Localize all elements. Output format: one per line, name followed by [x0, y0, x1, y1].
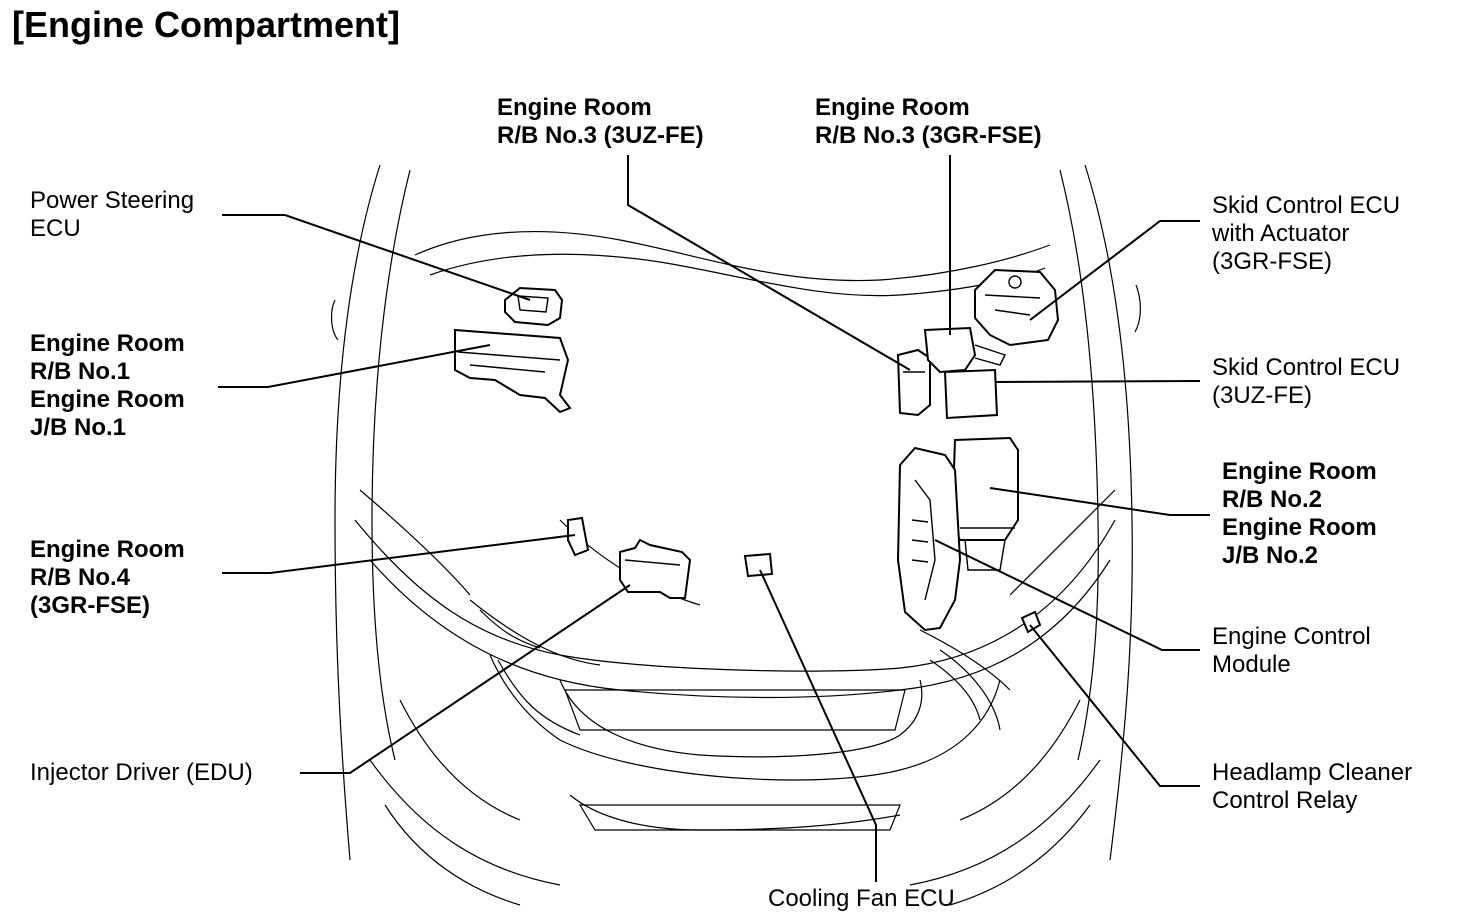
leader-cooling-fan-ecu: [759, 569, 877, 882]
vehicle-outline: [331, 164, 1141, 906]
leader-rb1-jb1: [218, 344, 491, 388]
skid-control-ecu-actuator-part: [974, 268, 1060, 347]
label-line: Power Steering: [30, 187, 195, 214]
label-engine-room-rb3-3uz: Engine Room R/B No.3 (3UZ-FE): [497, 94, 704, 150]
label-engine-room-rb3-3gr: Engine Room R/B No.3 (3GR-FSE): [815, 94, 1042, 150]
label-line: R/B No.1: [30, 358, 131, 385]
engine-room-rb2-jb2-part: [950, 436, 1019, 571]
label-injector-driver: Injector Driver (EDU): [30, 759, 253, 787]
skid-control-ecu-3uz-part: [943, 368, 999, 420]
label-line: ECU: [30, 215, 81, 242]
label-line: (3GR-FSE): [30, 592, 150, 619]
label-line: Engine Control: [1212, 623, 1371, 650]
label-line: Skid Control ECU: [1212, 192, 1401, 219]
label-line: Engine Room: [1222, 458, 1377, 485]
label-engine-control-module: Engine Control Module: [1212, 623, 1371, 679]
label-line: J/B No.2: [1222, 542, 1319, 569]
label-line: Injector Driver (EDU): [30, 759, 253, 786]
label-line: Engine Room: [1222, 514, 1377, 541]
label-line: (3UZ-FE): [1212, 382, 1312, 409]
engine-room-rb3-3gr-part: [923, 326, 1006, 374]
label-line: Module: [1212, 651, 1291, 678]
label-line: R/B No.3 (3UZ-FE): [497, 122, 704, 149]
label-line: Engine Room: [497, 94, 652, 121]
injector-driver-part: [619, 538, 692, 599]
label-skid-control-ecu-actuator: Skid Control ECU with Actuator (3GR-FSE): [1212, 192, 1400, 276]
label-line: Engine Room: [815, 94, 970, 121]
label-line: Headlamp Cleaner: [1212, 759, 1413, 786]
label-line: Control Relay: [1212, 787, 1358, 814]
label-line: R/B No.2: [1222, 486, 1323, 513]
label-line: with Actuator: [1212, 220, 1350, 247]
leader-engine-control-module: [934, 539, 1200, 651]
leader-skid-3uz: [994, 380, 1201, 383]
label-line: Engine Room: [30, 536, 185, 563]
leader-rb2-jb2: [989, 487, 1210, 516]
leader-rb4: [222, 534, 576, 574]
label-cooling-fan-ecu: Cooling Fan ECU: [768, 885, 955, 913]
label-line: Cooling Fan ECU: [768, 885, 955, 912]
page-title: [Engine Compartment]: [12, 4, 401, 45]
label-line: (3GR-FSE): [1212, 248, 1332, 275]
label-line: Engine Room: [30, 330, 185, 357]
label-power-steering-ecu: Power Steering ECU: [30, 187, 194, 243]
leader-lines: [218, 155, 1210, 882]
label-line: Skid Control ECU: [1212, 354, 1401, 381]
engine-control-module-part: [896, 446, 962, 632]
label-engine-room-rb4: Engine Room R/B No.4 (3GR-FSE): [30, 536, 185, 620]
leader-rb3-3uz: [627, 155, 911, 371]
leader-power-steering-ecu: [222, 214, 531, 301]
label-engine-room-rb1-jb1: Engine Room R/B No.1 Engine Room J/B No.…: [30, 330, 185, 442]
leader-skid-actuator: [1029, 220, 1200, 321]
leader-injector-driver: [300, 584, 631, 774]
label-engine-room-rb2-jb2: Engine Room R/B No.2 Engine Room J/B No.…: [1222, 458, 1377, 570]
label-line: R/B No.3 (3GR-FSE): [815, 122, 1042, 149]
label-line: R/B No.4: [30, 564, 131, 591]
cooling-fan-ecu-part: [743, 552, 774, 578]
engine-room-rb3-3uz-part: [896, 348, 931, 417]
label-line: Engine Room: [30, 386, 185, 413]
label-line: J/B No.1: [30, 414, 127, 441]
engine-room-rb1-jb1-part: [454, 328, 572, 414]
label-headlamp-cleaner-relay: Headlamp Cleaner Control Relay: [1212, 759, 1412, 815]
label-skid-control-ecu-3uz: Skid Control ECU (3UZ-FE): [1212, 354, 1400, 410]
leader-headlamp-cleaner: [1029, 624, 1200, 787]
headlamp-cleaner-relay-part: [1020, 610, 1042, 634]
